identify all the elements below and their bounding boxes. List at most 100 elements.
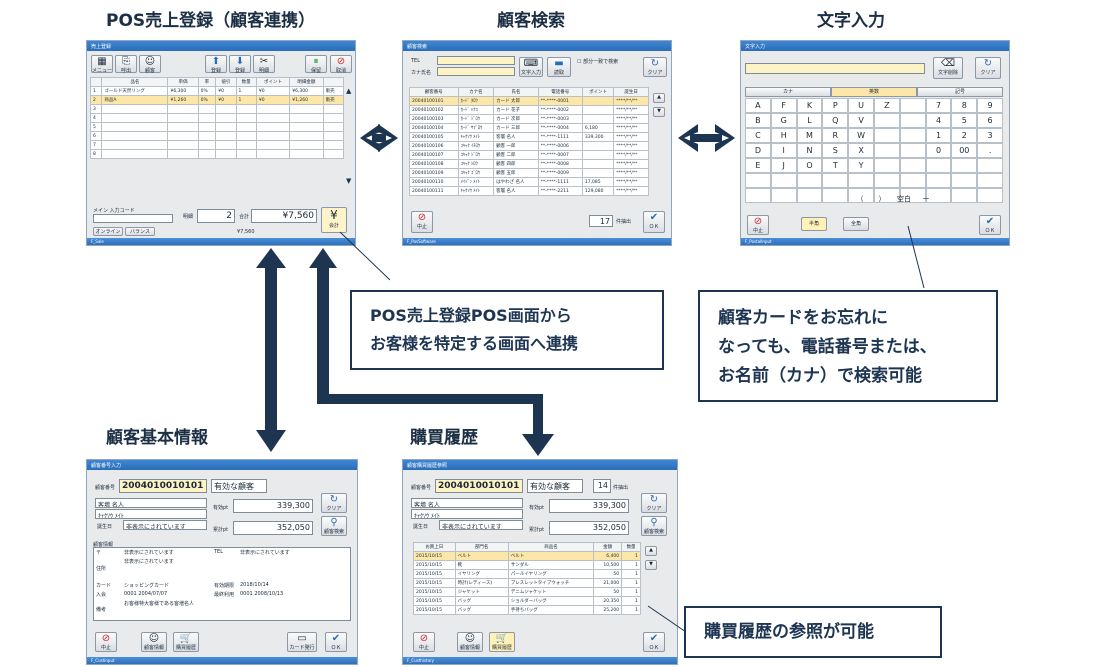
keyboard-key[interactable]: 6	[977, 113, 1003, 128]
keyboard-key[interactable]: A	[745, 98, 771, 113]
tel-input[interactable]	[437, 56, 515, 65]
register-down-button[interactable]: ⬇登録	[229, 55, 251, 74]
customer-button[interactable]: ☺顧客	[139, 55, 161, 74]
keyboard-key[interactable]: V	[848, 113, 874, 128]
keyboard-key[interactable]	[745, 173, 771, 188]
keyboard-key[interactable]	[899, 98, 926, 113]
online-button[interactable]: オンライン	[93, 227, 123, 236]
keyboard-key[interactable]: Z	[874, 98, 900, 113]
basic-clear-button[interactable]: ↻クリア	[321, 493, 347, 513]
keyboard-key[interactable]: K	[796, 98, 823, 113]
keyboard-key[interactable]: N	[796, 143, 823, 158]
keyboard-key[interactable]	[745, 188, 771, 203]
keyboard-key[interactable]	[848, 188, 874, 203]
history-scroll-down-button[interactable]: ▼	[645, 560, 657, 570]
keyboard-key[interactable]: 2	[951, 128, 978, 143]
keyboard-key[interactable]: （	[856, 195, 864, 203]
keyboard-key[interactable]	[874, 173, 900, 188]
keyboard-key[interactable]: Y	[848, 158, 874, 173]
keyboard-key[interactable]: O	[796, 158, 823, 173]
char-input-button[interactable]: ⌨文字入力	[519, 57, 543, 77]
keyboard-key[interactable]: H	[770, 128, 797, 143]
keyboard-key[interactable]	[951, 188, 978, 203]
keyboard-key[interactable]	[770, 173, 797, 188]
keyboard-key[interactable]	[822, 173, 849, 188]
keyboard-key[interactable]: .	[977, 143, 1003, 158]
register-up-button[interactable]: ⬆登録	[205, 55, 227, 74]
recall-button[interactable]: ⎘呼出	[115, 55, 137, 74]
keyboard-key[interactable]	[899, 158, 926, 173]
input-clear-button[interactable]: ↻クリア	[975, 57, 1001, 79]
keyboard-key[interactable]: 9	[977, 98, 1003, 113]
keyboard-key[interactable]: F	[770, 98, 797, 113]
purchase-history-button[interactable]: 🛒購買履歴	[173, 632, 199, 652]
scroll-down-icon[interactable]: ▼	[346, 177, 352, 185]
basic-search-button[interactable]: ⚲顧客検索	[321, 516, 347, 536]
keyboard-key[interactable]	[925, 188, 952, 203]
keyboard-key[interactable]: 5	[951, 113, 978, 128]
card-read-button[interactable]: ▬読取	[547, 57, 571, 77]
keyboard-key[interactable]	[899, 113, 926, 128]
keyboard-key[interactable]	[770, 188, 797, 203]
customer-no-field[interactable]: 2004010010101	[119, 479, 207, 493]
keyboard-key[interactable]: 7	[925, 98, 952, 113]
keyboard-key[interactable]	[951, 173, 978, 188]
keyboard-key[interactable]: ）	[878, 195, 886, 203]
keyboard-key[interactable]: P	[822, 98, 849, 113]
history-cancel-button[interactable]: ⊘中止	[413, 632, 435, 652]
keyboard-key[interactable]	[899, 188, 926, 203]
search-scroll-up-button[interactable]: ▲	[653, 93, 665, 103]
keyboard-key[interactable]: D	[745, 143, 771, 158]
keyboard-key[interactable]	[899, 143, 926, 158]
input-ok-button[interactable]: ✔ＯＫ	[979, 215, 1001, 235]
table-row[interactable]: 8	[89, 149, 345, 159]
keyboard-key[interactable]: ー	[922, 195, 930, 203]
keyboard-key[interactable]: 1	[925, 128, 952, 143]
full-width-button[interactable]: 全角	[843, 217, 869, 231]
keyboard-key[interactable]: R	[822, 128, 849, 143]
balance-button[interactable]: バランス	[125, 227, 155, 236]
keyboard-key[interactable]: 空白	[897, 195, 911, 203]
scroll-up-icon[interactable]: ▲	[346, 87, 352, 95]
basic-cancel-button[interactable]: ⊘中止	[95, 632, 117, 652]
history-purchase-history-button[interactable]: 🛒購買履歴	[489, 632, 515, 652]
keyboard-key[interactable]: B	[745, 113, 771, 128]
half-width-button[interactable]: 半角	[801, 217, 827, 231]
keyboard-key[interactable]: G	[770, 113, 797, 128]
history-customer-info-button[interactable]: ☺顧客情報	[457, 632, 483, 652]
cancel-sale-button[interactable]: ⊘取消	[330, 55, 352, 74]
keyboard-key[interactable]: 4	[925, 113, 952, 128]
keyboard-key[interactable]: I	[770, 143, 797, 158]
keyboard-key[interactable]	[796, 173, 823, 188]
delete-char-button[interactable]: ⌫文字削除	[933, 57, 963, 79]
keyboard-key[interactable]	[874, 143, 900, 158]
keyboard-tab[interactable]: 記号	[917, 87, 1003, 97]
card-issue-button[interactable]: ▭カード発行	[287, 632, 317, 652]
basic-ok-button[interactable]: ✔ＯＫ	[325, 632, 347, 652]
customer-info-button[interactable]: ☺顧客情報	[141, 632, 167, 652]
keyboard-key[interactable]: S	[822, 143, 849, 158]
history-clear-button[interactable]: ↻クリア	[641, 493, 667, 513]
keyboard-key[interactable]: X	[848, 143, 874, 158]
search-scroll-down-button[interactable]: ▼	[653, 107, 665, 117]
keyboard-key[interactable]: 00	[951, 143, 978, 158]
keyboard-key[interactable]	[977, 188, 1003, 203]
keyboard-key[interactable]: 3	[977, 128, 1003, 143]
keyboard-key[interactable]: E	[745, 158, 771, 173]
keyboard-key[interactable]	[874, 188, 900, 203]
keyboard-key[interactable]: U	[848, 98, 874, 113]
kana-input[interactable]	[437, 67, 515, 76]
char-input-field[interactable]	[745, 63, 925, 74]
history-customer-no-field[interactable]: 2004010010101	[435, 479, 523, 493]
keyboard-key[interactable]	[848, 173, 874, 188]
keyboard-key[interactable]	[977, 173, 1003, 188]
keyboard-key[interactable]: J	[770, 158, 797, 173]
history-search-button[interactable]: ⚲顧客検索	[641, 516, 667, 536]
keyboard-key[interactable]: L	[796, 113, 823, 128]
